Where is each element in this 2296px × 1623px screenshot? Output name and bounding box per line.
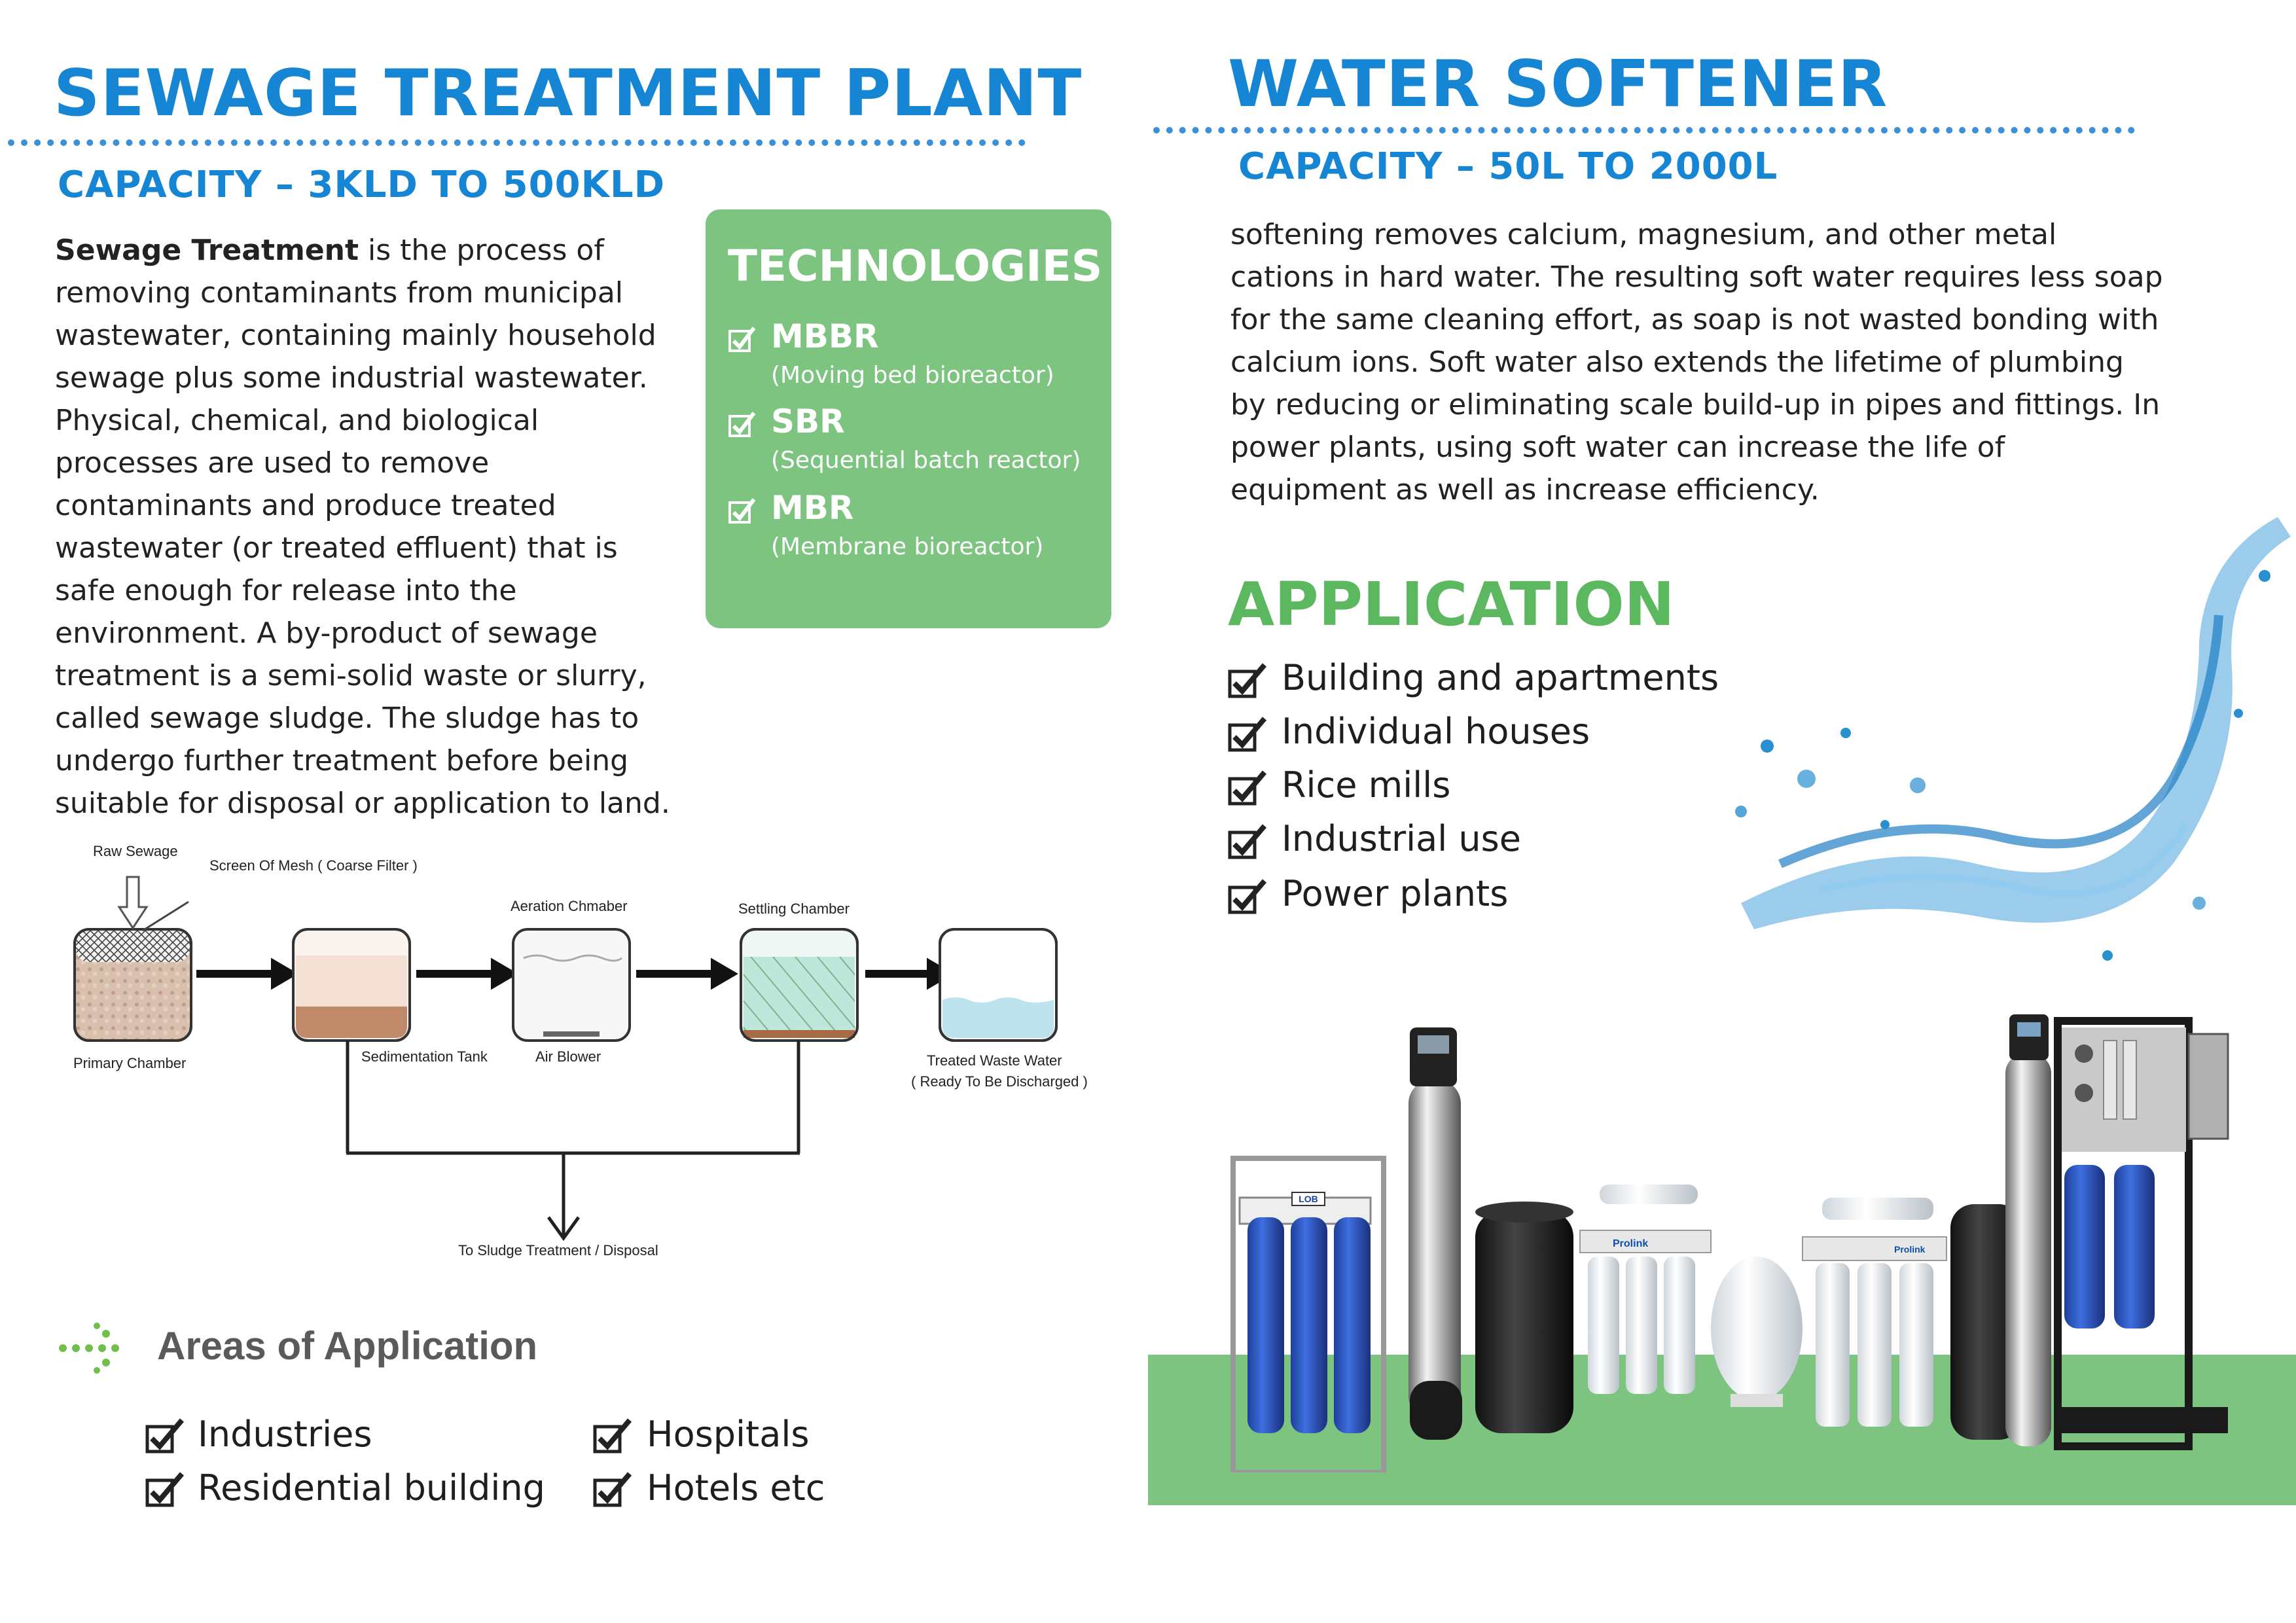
flow-arrow-4 bbox=[865, 957, 954, 990]
checkbox-icon bbox=[728, 498, 756, 524]
technologies-box: TECHNOLOGIES MBBR (Moving bed bioreactor… bbox=[706, 209, 1111, 628]
label-raw-sewage: Raw Sewage bbox=[93, 843, 178, 859]
checkbox-icon bbox=[728, 327, 756, 352]
settling-chamber bbox=[740, 928, 859, 1042]
application-title: APPLICATION bbox=[1228, 569, 1675, 639]
sewage-capacity: CAPACITY – 3KLD TO 500KLD bbox=[58, 164, 666, 206]
label-screen-mesh: Screen Of Mesh ( Coarse Filter ) bbox=[209, 857, 418, 874]
label-sludge: To Sludge Treatment / Disposal bbox=[458, 1242, 658, 1258]
title-divider-left bbox=[8, 139, 1026, 146]
areas-title: Areas of Application bbox=[157, 1324, 538, 1368]
dots-arrow-icon bbox=[59, 1323, 119, 1374]
domestic-ro-unit: Prolink bbox=[1579, 1185, 1712, 1394]
steel-softener-tank bbox=[1408, 1027, 1462, 1440]
ro-system-blue: LOB bbox=[1230, 1156, 1386, 1472]
industrial-ro-plant bbox=[2005, 1014, 2229, 1450]
water-splash-image bbox=[1735, 517, 2291, 961]
label-aeration: Aeration Chmaber bbox=[511, 898, 628, 914]
checkbox-icon bbox=[593, 1418, 632, 1454]
process-diagram bbox=[73, 876, 1058, 1241]
primary-chamber bbox=[73, 928, 192, 1042]
label-settling: Settling Chamber bbox=[738, 901, 850, 917]
label-sedimentation: Sedimentation Tank bbox=[361, 1048, 488, 1065]
title-divider-right bbox=[1153, 127, 2135, 134]
black-cylinder-tank bbox=[1950, 1204, 2022, 1440]
tech-name-mbbr: MBBR bbox=[771, 317, 879, 355]
area-item-hospitals: Hospitals bbox=[647, 1414, 810, 1455]
checkbox-icon bbox=[1228, 879, 1267, 914]
application-item-industrial: Industrial use bbox=[1282, 818, 1522, 859]
softener-description: softening removes calcium, magnesium, an… bbox=[1230, 218, 2163, 507]
tech-desc-mbr: (Membrane bioreactor) bbox=[771, 533, 1044, 560]
flow-arrow-2 bbox=[416, 957, 518, 990]
area-item-residential: Residential building bbox=[198, 1467, 545, 1508]
softener-title: WATER SOFTENER bbox=[1228, 47, 1888, 122]
sewage-title: SEWAGE TREATMENT PLANT bbox=[54, 56, 1083, 131]
sludge-flow-lines bbox=[346, 1041, 800, 1241]
checkbox-icon bbox=[1228, 824, 1267, 859]
pressure-tank bbox=[1711, 1257, 1803, 1407]
area-item-industries: Industries bbox=[198, 1414, 372, 1455]
raw-sewage-arrow bbox=[117, 876, 149, 930]
water-treatment-products-image: LOB Prolink Prolink bbox=[1230, 1014, 2229, 1472]
application-item-rice-mills: Rice mills bbox=[1282, 764, 1451, 806]
aeration-chamber bbox=[512, 928, 631, 1042]
label-primary: Primary Chamber bbox=[73, 1055, 187, 1071]
label-treated-1: Treated Waste Water bbox=[927, 1052, 1062, 1069]
application-item-houses: Individual houses bbox=[1282, 711, 1590, 752]
sedimentation-tank bbox=[292, 928, 411, 1042]
checkbox-icon bbox=[1228, 770, 1267, 806]
checkbox-icon bbox=[1228, 663, 1267, 698]
tech-name-mbr: MBR bbox=[771, 489, 854, 527]
technologies-title: TECHNOLOGIES bbox=[728, 241, 1103, 291]
label-air-blower: Air Blower bbox=[535, 1048, 601, 1065]
sewage-intro-rest: is the process of removing contaminants … bbox=[55, 234, 670, 820]
air-blower-icon bbox=[543, 1031, 600, 1037]
label-treated-2: ( Ready To Be Discharged ) bbox=[911, 1073, 1088, 1090]
checkbox-icon bbox=[145, 1418, 185, 1454]
sewage-intro-bold: Sewage Treatment bbox=[55, 234, 359, 267]
brine-tank bbox=[1475, 1202, 1573, 1433]
treated-water-tank bbox=[939, 928, 1058, 1042]
checkbox-icon bbox=[593, 1472, 632, 1507]
application-item-power-plants: Power plants bbox=[1282, 873, 1509, 914]
domestic-ro-unit-2: Prolink bbox=[1802, 1198, 1947, 1427]
product-label-lob: LOB bbox=[1299, 1194, 1318, 1204]
sewage-description: Sewage Treatment is the process of remov… bbox=[55, 229, 683, 825]
checkbox-icon bbox=[145, 1472, 185, 1507]
tech-name-sbr: SBR bbox=[771, 402, 845, 440]
softener-capacity: CAPACITY – 50L TO 2000L bbox=[1238, 145, 1778, 188]
checkbox-icon bbox=[728, 412, 756, 437]
area-item-hotels: Hotels etc bbox=[647, 1467, 825, 1508]
checkbox-icon bbox=[1228, 717, 1267, 752]
flow-arrow-3 bbox=[636, 957, 738, 990]
screen-pointer-line bbox=[142, 901, 189, 932]
tech-desc-sbr: (Sequential batch reactor) bbox=[771, 447, 1081, 474]
product-label-prolink-1: Prolink bbox=[1613, 1238, 1648, 1249]
application-item-buildings: Building and apartments bbox=[1282, 657, 1719, 698]
flow-arrow-1 bbox=[196, 957, 298, 990]
tech-desc-mbbr: (Moving bed bioreactor) bbox=[771, 362, 1054, 389]
product-label-prolink-2: Prolink bbox=[1894, 1244, 1926, 1255]
